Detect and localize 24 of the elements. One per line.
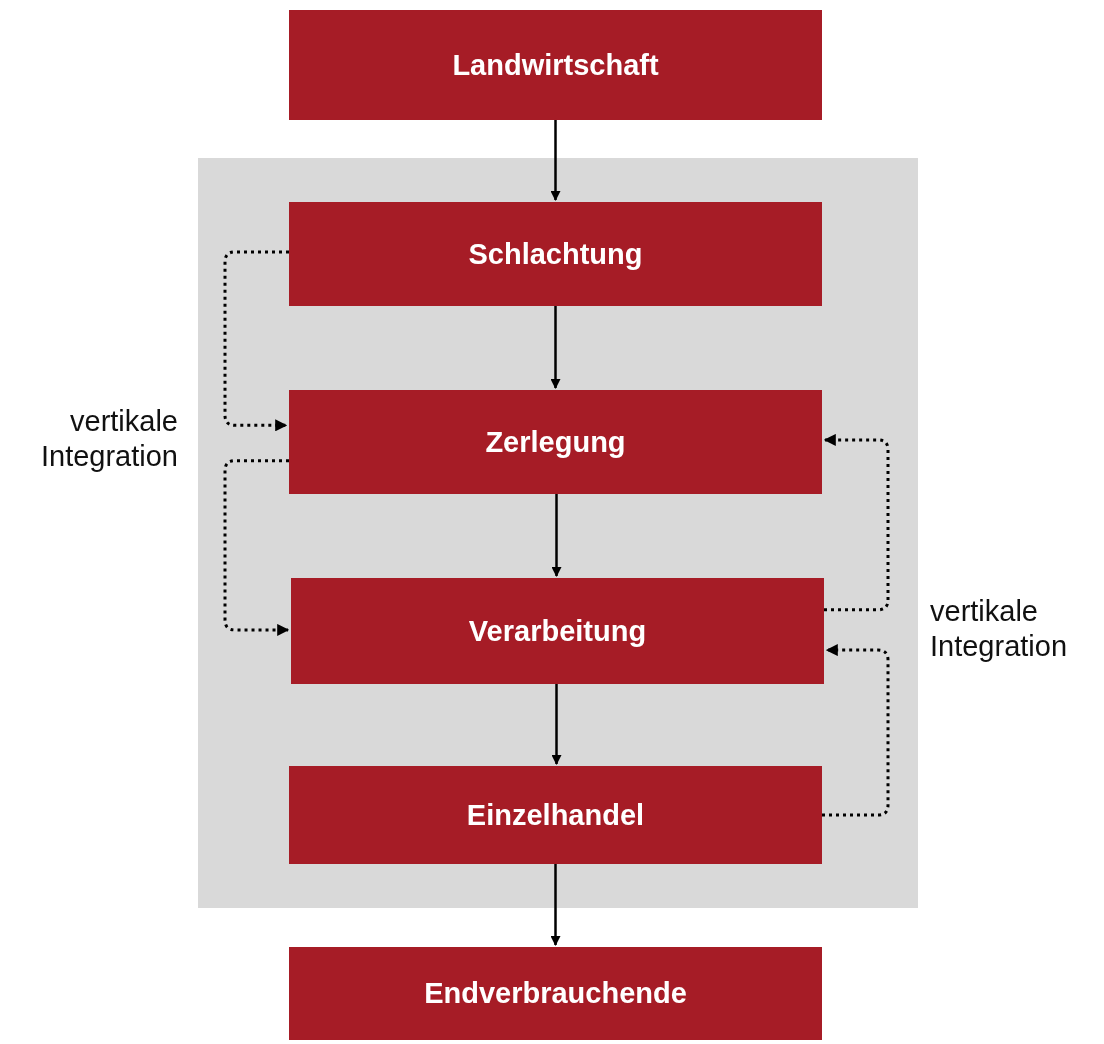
process-box [289,202,822,306]
arrow [550,120,561,201]
box-label: Endverbrauchende [424,977,687,1010]
box-label: Landwirtschaft [452,48,659,82]
box-label: Schlachtung [468,237,643,271]
dotted-arrow [223,250,289,432]
process-box [291,578,824,684]
process-box [289,390,822,494]
process-box [289,766,822,864]
box-label: Verarbeitung [468,614,647,648]
box-label: Zerlegung [485,425,626,459]
arrow [551,494,562,577]
process-box [289,947,822,1040]
arrow [550,864,561,946]
background-panel [198,158,918,908]
arrow [551,684,562,765]
arrow [550,306,561,389]
dotted-arrow [823,433,890,612]
process-box [289,10,822,120]
side-label: vertikale Integration [930,594,1069,664]
dotted-arrow [223,459,290,636]
box-label: Einzelhandel [466,798,645,832]
side-label: vertikale Integration [39,404,178,474]
dotted-arrow [822,644,890,817]
